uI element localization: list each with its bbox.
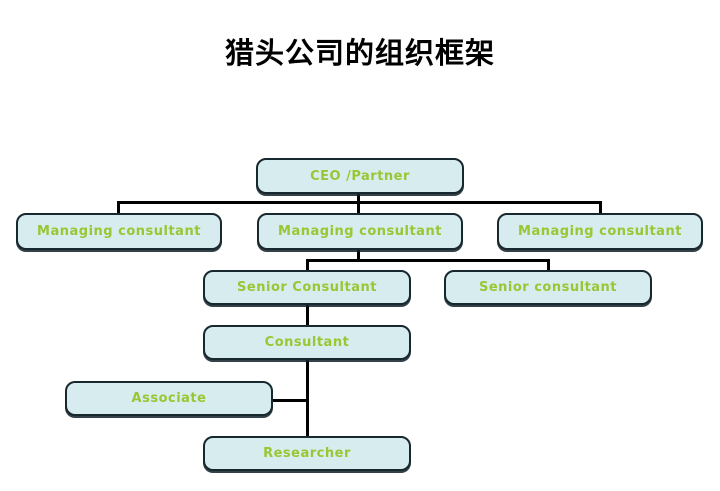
connector-stub-senior-right: [547, 259, 550, 271]
node-researcher: Researcher: [203, 436, 411, 471]
connector-associate-branch: [272, 399, 308, 402]
node-ceo-partner: CEO /Partner: [256, 158, 464, 194]
node-associate: Associate: [65, 381, 273, 416]
node-managing-consultant-right: Managing consultant: [497, 213, 703, 250]
connector-stub-mc-left: [117, 201, 120, 214]
connector-mc-mid-down: [357, 250, 360, 262]
connector-stub-senior-left: [306, 259, 309, 271]
node-managing-consultant-left: Managing consultant: [16, 213, 222, 250]
connector-consultant-researcher: [306, 360, 309, 437]
node-senior-consultant-right: Senior consultant: [444, 270, 652, 305]
connector-stub-mc-right: [599, 201, 602, 214]
node-senior-consultant-left: Senior Consultant: [203, 270, 411, 305]
node-consultant: Consultant: [203, 325, 411, 360]
connector-stub-mc-mid: [357, 201, 360, 214]
connector-senior-consultant: [306, 305, 309, 326]
page-title: 猎头公司的组织框架: [224, 36, 495, 70]
connector-row2-horizontal: [306, 259, 550, 262]
connector-ceo-down: [357, 193, 360, 204]
node-managing-consultant-mid: Managing consultant: [257, 213, 463, 250]
